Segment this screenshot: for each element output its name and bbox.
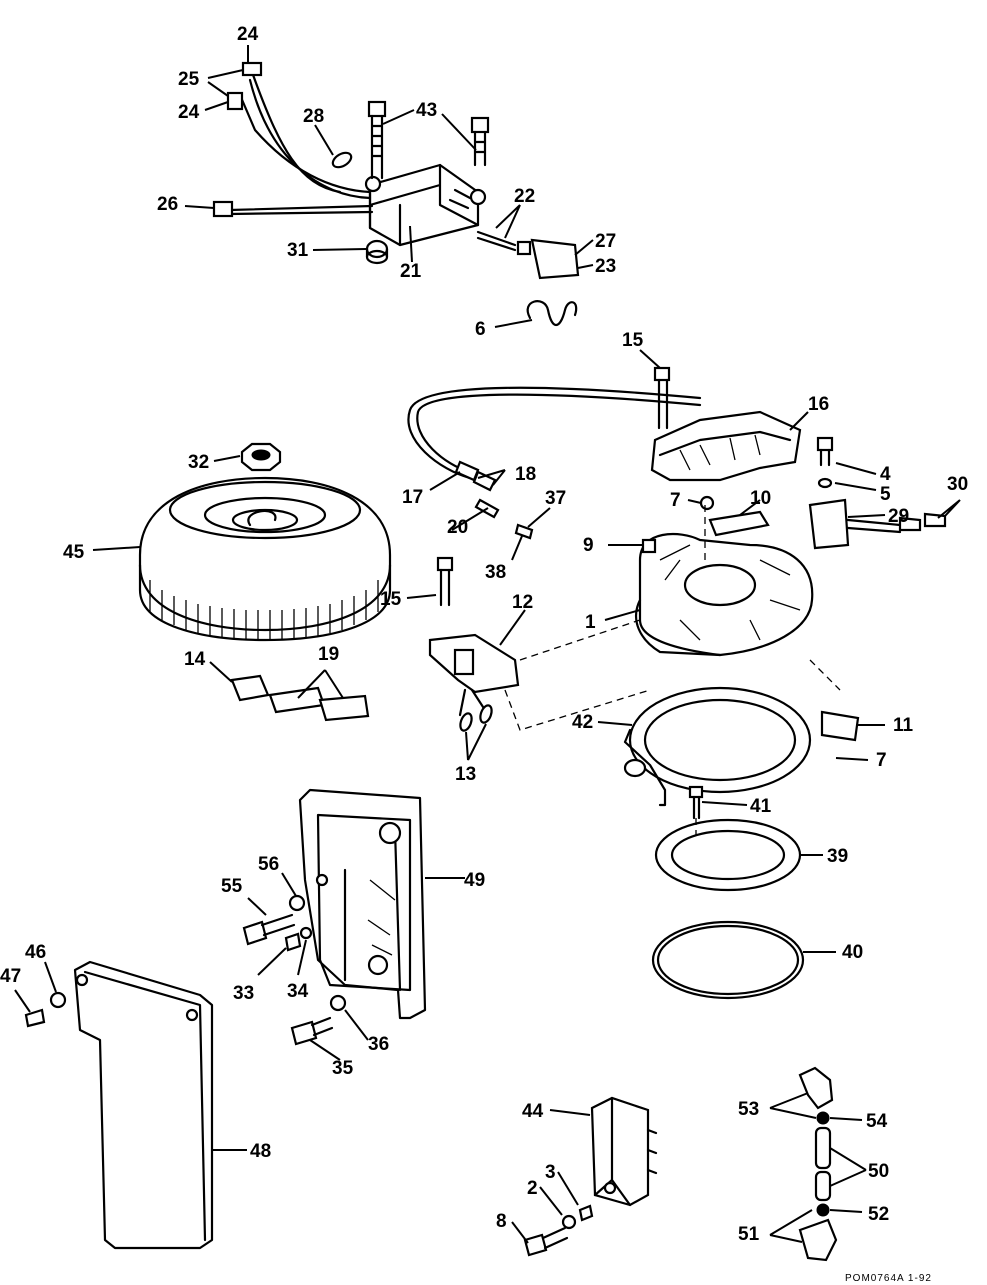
label-32: 32 (188, 452, 209, 473)
label-48: 48 (250, 1141, 271, 1162)
sensor-assembly (407, 366, 947, 550)
assembly-line (809, 659, 841, 691)
label-16: 16 (808, 394, 829, 415)
label-29: 29 (888, 506, 909, 527)
connector-sleeves (230, 674, 370, 722)
label-7-top: 7 (670, 490, 681, 511)
label-3: 3 (545, 1162, 556, 1183)
label-36: 36 (368, 1034, 389, 1055)
label-8: 8 (496, 1211, 507, 1232)
label-27: 27 (595, 231, 616, 252)
label-40: 40 (842, 942, 863, 963)
label-1: 1 (585, 612, 596, 633)
small-pins (474, 498, 534, 540)
label-51: 51 (738, 1224, 760, 1245)
label-10: 10 (750, 488, 771, 509)
label-20: 20 (447, 517, 468, 538)
label-26: 26 (157, 194, 178, 215)
label-52: 52 (868, 1204, 889, 1225)
label-4: 4 (880, 464, 891, 485)
label-9: 9 (583, 535, 594, 556)
label-35: 35 (332, 1058, 354, 1079)
label-2: 2 (527, 1178, 538, 1199)
label-15-top: 15 (622, 330, 644, 351)
label-38: 38 (485, 562, 506, 583)
label-24-bottom: 24 (178, 102, 200, 123)
label-6: 6 (475, 319, 486, 340)
assembly-line (519, 619, 641, 661)
label-23: 23 (595, 256, 616, 277)
label-11: 11 (893, 715, 914, 736)
rectifier (523, 1096, 658, 1257)
label-13: 13 (455, 764, 476, 785)
label-37: 37 (545, 488, 566, 509)
label-33: 33 (233, 983, 254, 1004)
label-39: 39 (827, 846, 848, 867)
label-14: 14 (184, 649, 206, 670)
label-5: 5 (880, 484, 891, 505)
label-53: 53 (738, 1099, 759, 1120)
hose-set (798, 1066, 838, 1262)
mounting-bracket (298, 788, 427, 1020)
label-24-top: 24 (237, 24, 259, 45)
label-15-bottom: 15 (380, 589, 402, 610)
label-22: 22 (514, 186, 535, 207)
label-50: 50 (868, 1161, 889, 1182)
label-34: 34 (287, 981, 309, 1002)
stator-plate (635, 495, 814, 657)
assembly-line (504, 689, 651, 731)
label-25: 25 (178, 69, 200, 90)
label-47: 47 (0, 966, 21, 987)
label-54: 54 (866, 1111, 888, 1132)
label-42: 42 (572, 712, 593, 733)
charge-coil (428, 556, 520, 732)
label-44: 44 (522, 1101, 544, 1122)
cover-plate (24, 960, 214, 1250)
label-45: 45 (63, 542, 85, 563)
label-56: 56 (258, 854, 279, 875)
leader-lines (14, 45, 961, 1244)
retainer-plate (623, 686, 860, 807)
drawing-code: POM0764A 1-92 (845, 1273, 932, 1284)
support-rings (651, 785, 805, 1000)
label-17: 17 (402, 487, 423, 508)
label-31: 31 (287, 240, 309, 261)
label-30: 30 (947, 474, 968, 495)
callout-labels: 24 25 24 28 43 26 22 27 31 23 21 6 15 16… (0, 24, 968, 1245)
flywheel (138, 442, 392, 642)
label-55: 55 (221, 876, 243, 897)
label-46: 46 (25, 942, 46, 963)
power-pack-assembly (212, 61, 580, 327)
bracket-fasteners (242, 894, 347, 1046)
label-18: 18 (515, 464, 536, 485)
label-28: 28 (303, 106, 324, 127)
label-43: 43 (416, 100, 437, 121)
label-7-bottom: 7 (876, 750, 887, 771)
label-12: 12 (512, 592, 533, 613)
label-49: 49 (464, 870, 485, 891)
label-21: 21 (400, 261, 422, 282)
label-41: 41 (750, 796, 772, 817)
label-19: 19 (318, 644, 339, 665)
